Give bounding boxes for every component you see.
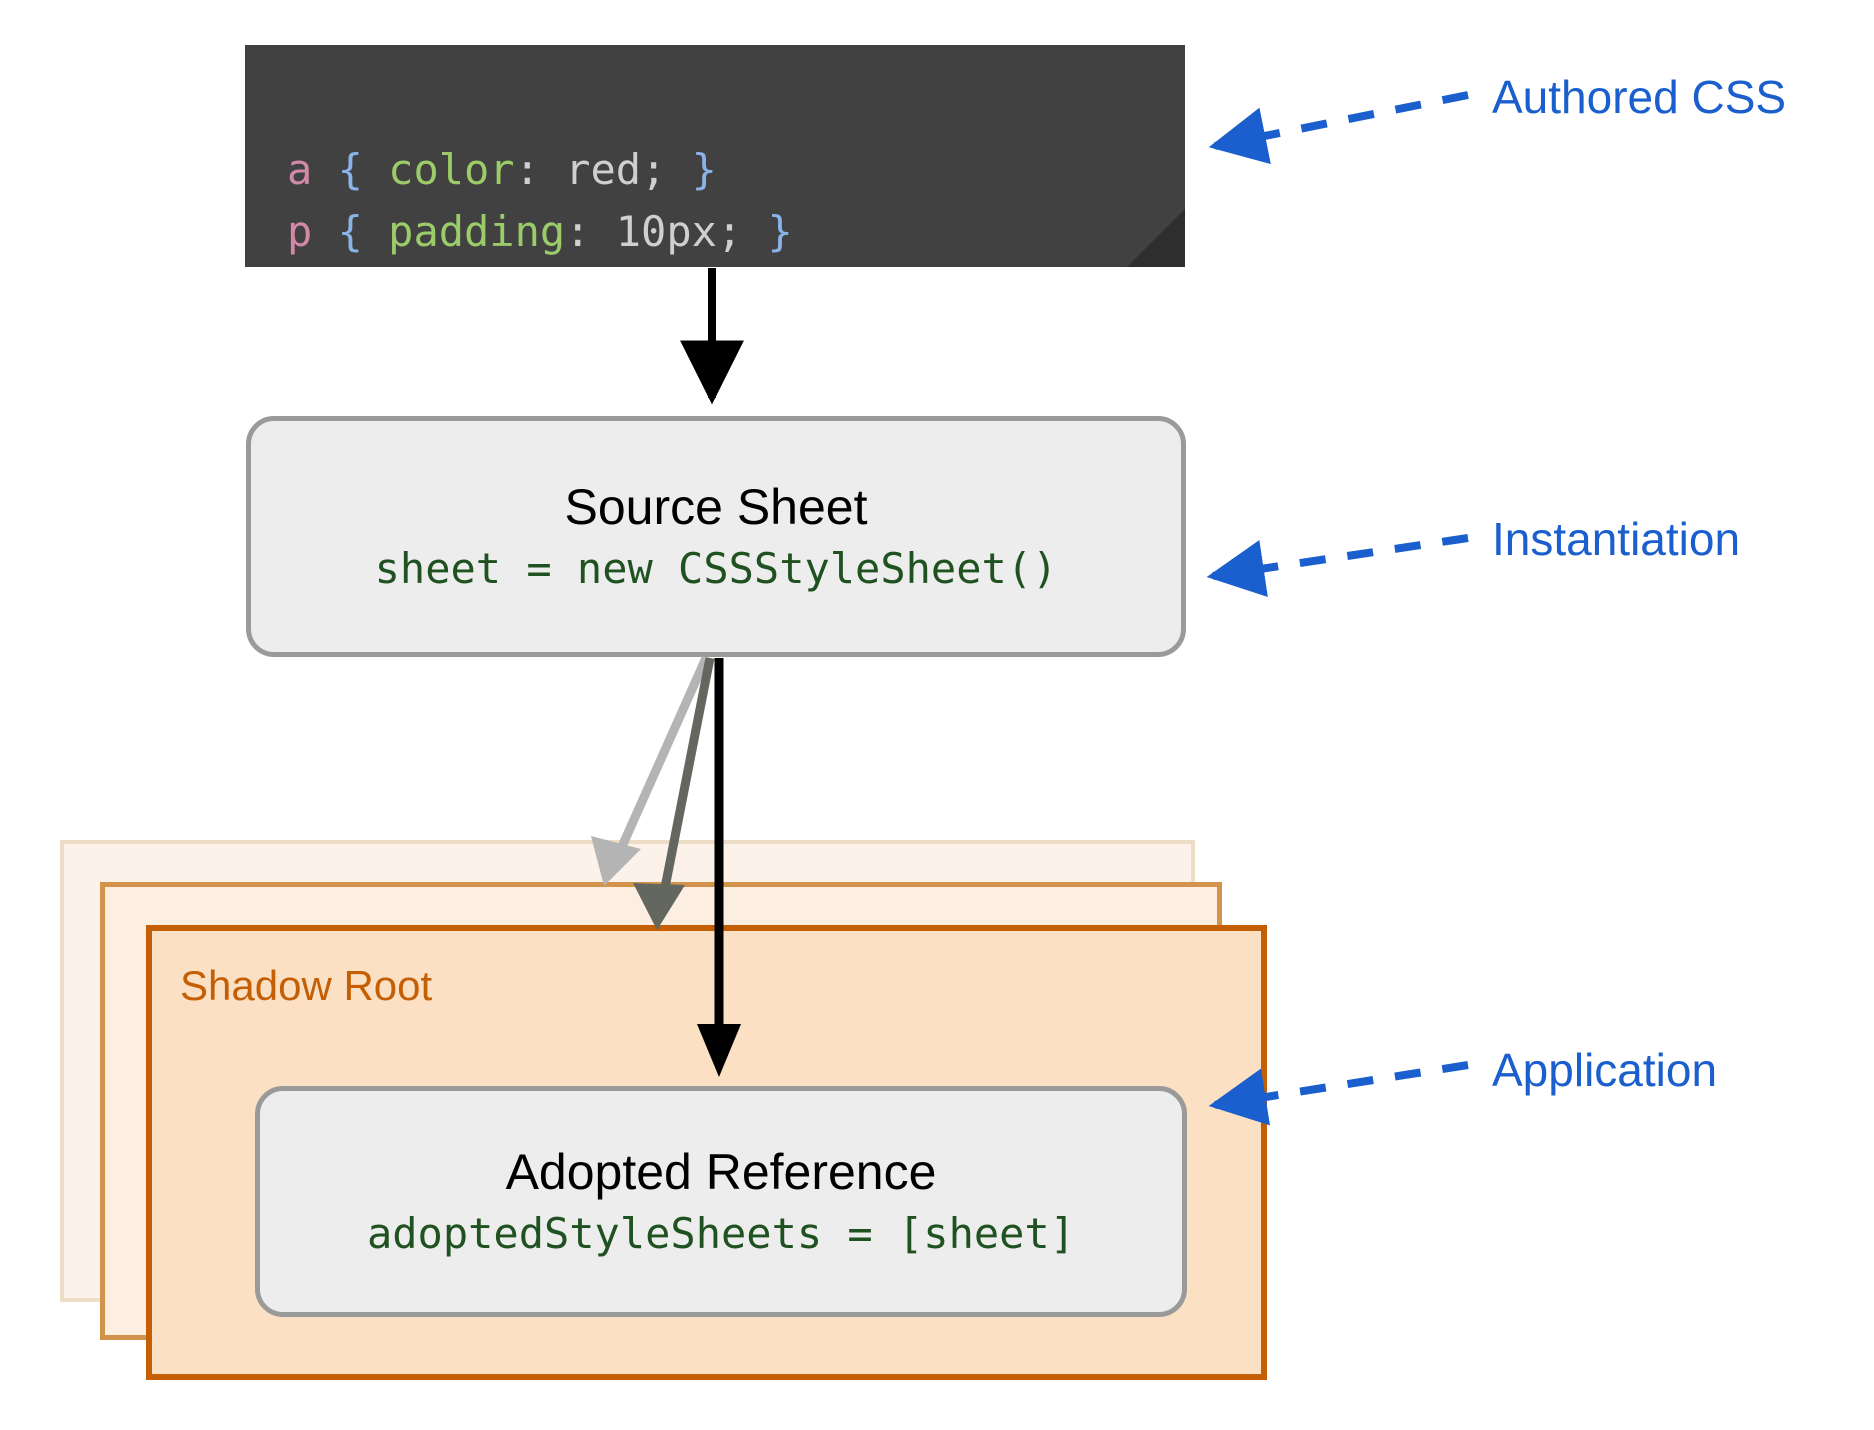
adopted-reference-node: Adopted Reference adoptedStyleSheets = […	[255, 1086, 1187, 1317]
code-line-1-open-brace: {	[312, 145, 389, 194]
shadow-root-label: Shadow Root	[180, 962, 433, 1009]
source-sheet-code: sheet = new CSSStyleSheet()	[374, 543, 1058, 593]
code-line-2-value: : 10px;	[565, 207, 768, 256]
adopted-reference-title: Adopted Reference	[505, 1143, 937, 1200]
source-sheet-node: Source Sheet sheet = new CSSStyleSheet()	[246, 416, 1186, 657]
code-line-1-value: : red;	[514, 145, 692, 194]
annotation-application: Application	[1492, 1044, 1718, 1096]
authored-css-code-block: a { color: red; } p { padding: 10px; }	[245, 45, 1185, 267]
code-line-2-close-brace: }	[767, 207, 793, 256]
code-line-1-close-brace: }	[691, 145, 717, 194]
code-line-2-open-brace: {	[312, 207, 389, 256]
code-line-2-selector: p	[287, 207, 313, 256]
adopted-reference-code: adoptedStyleSheets = [sheet]	[366, 1208, 1075, 1258]
leader-line-instantiation	[1206, 534, 1469, 597]
code-line-2-property: padding	[388, 207, 566, 256]
code-block-body	[245, 45, 1185, 267]
annotation-instantiation: Instantiation	[1492, 513, 1741, 565]
annotation-authored-css: Authored CSS	[1492, 71, 1787, 123]
code-block-text: a { color: red; } p { padding: 10px; }	[287, 77, 793, 263]
source-sheet-title: Source Sheet	[564, 478, 868, 535]
code-line-1-selector: a	[287, 145, 313, 194]
leader-line-authored-css	[1208, 91, 1469, 165]
code-line-1-property: color	[388, 145, 515, 194]
